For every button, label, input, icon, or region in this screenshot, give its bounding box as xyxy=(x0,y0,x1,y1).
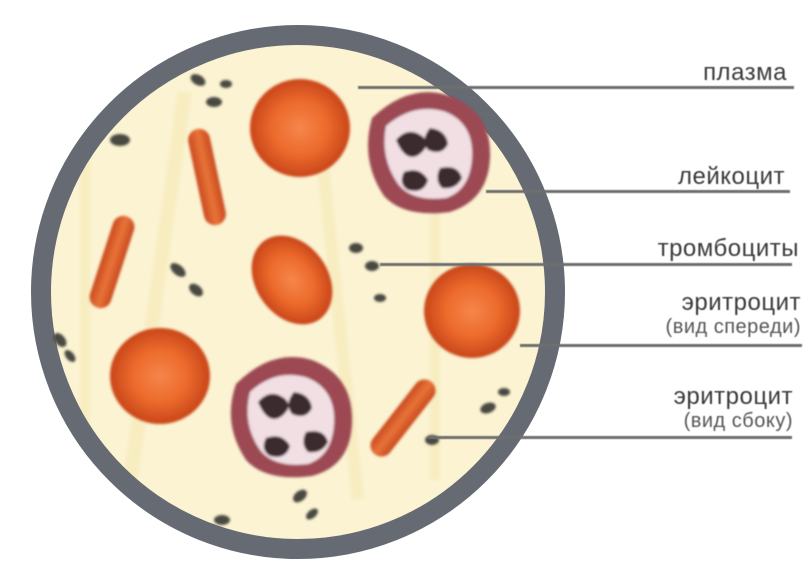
label-erythrocyte-front-view: (вид спереди) xyxy=(666,316,801,338)
label-erythrocyte-front: эритроцит (вид спереди) xyxy=(666,290,801,338)
platelet xyxy=(374,294,386,302)
label-erythrocyte-front-title: эритроцит xyxy=(682,289,801,316)
label-erythrocyte-side-title: эритроцит xyxy=(674,383,793,410)
leader-erythrocyte-side xyxy=(428,436,792,439)
erythrocyte-front xyxy=(424,264,520,358)
platelet xyxy=(349,243,363,253)
label-leukocyte: лейкоцит xyxy=(678,164,785,190)
label-platelets: тромбоциты xyxy=(658,236,799,262)
platelet xyxy=(365,261,379,271)
leader-erythrocyte-front xyxy=(520,344,802,347)
erythrocyte-front xyxy=(250,79,350,177)
leukocyte xyxy=(368,92,490,213)
label-erythrocyte-side-view: (вид сбоку) xyxy=(674,410,793,432)
leader-leukocyte xyxy=(486,190,790,193)
platelet xyxy=(498,388,510,396)
platelet xyxy=(110,134,130,146)
leader-plasma xyxy=(358,86,794,89)
platelet xyxy=(220,80,232,88)
label-erythrocyte-side: эритроцит (вид сбоку) xyxy=(674,384,793,432)
erythrocyte-front xyxy=(110,328,210,424)
platelet xyxy=(214,515,230,525)
leukocyte xyxy=(231,357,352,477)
platelet xyxy=(206,97,222,107)
leader-platelets xyxy=(380,263,792,266)
label-plasma: плазма xyxy=(703,60,787,86)
